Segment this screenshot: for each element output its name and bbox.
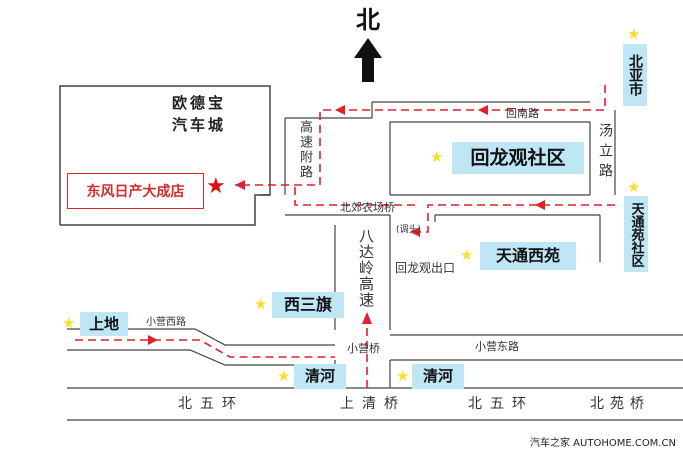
road-badaling: 八达岭高速 [357,228,375,308]
route-arrowheads [148,105,545,345]
beiyashi-star-icon: ★ [627,25,641,43]
road-north-5th-ring-left: 北五环 [178,396,244,412]
watermark: 汽车之家 AUTOHOME.COM.CN [530,438,676,449]
road-gaosufulu: 高速附路 [297,120,312,180]
north-arrow-icon [354,38,382,82]
tiantongyuan-star-icon: ★ [627,178,641,196]
building-name-text: 欧德宝汽车城 [172,94,227,134]
route-path [75,85,615,388]
qinghe-left-star-icon: ★ [277,367,291,385]
road-huinan: 回南路 [506,107,539,120]
road-beiyuan-bridge: 北苑桥 [590,396,650,412]
xisanqi-star-icon: ★ [254,295,268,313]
tiantong-xiyuan-star-icon: ★ [460,246,474,264]
dealer-name: 东风日产大成店 [86,184,185,200]
road-xiaoying-west: 小营西路 [146,317,186,328]
road-shangqing-bridge: 上清桥 [340,396,406,412]
place-beiyashi: 北亚市 [623,44,647,106]
place-tiantong-xiyuan: 天通西苑 [480,242,576,270]
dealer-box[interactable]: 东风日产大成店 [67,173,204,209]
place-huilongguan: 回龙观社区 [452,142,584,174]
building-name: 欧德宝汽车城 [172,92,242,136]
road-north-5th-ring-right: 北五环 [468,396,534,412]
road-xiaoying-bridge: 小营桥 [347,342,380,355]
road-diaotou: (调头) [396,225,422,235]
road-xiaoying-east: 小营东路 [475,340,519,353]
dealer-star-icon: ★ [206,174,226,199]
huilongguan-star-icon: ★ [430,148,444,166]
road-huilongguan-exit: 回龙观出口 [395,261,456,275]
place-xisanqi: 西三旗 [272,292,344,318]
road-beijiao-bridge: 北郊农场桥 [340,201,395,214]
place-shangdi: 上地 [80,312,128,336]
qinghe-right-star-icon: ★ [396,367,410,385]
place-tiantongyuan: 天通苑社区 [624,196,648,272]
place-qinghe-right: 清河 [412,364,464,389]
compass-north-label: 北 [356,6,380,34]
road-tangli: 汤立路 [597,123,613,183]
shangdi-star-icon: ★ [62,314,76,332]
place-qinghe-left: 清河 [294,364,346,389]
